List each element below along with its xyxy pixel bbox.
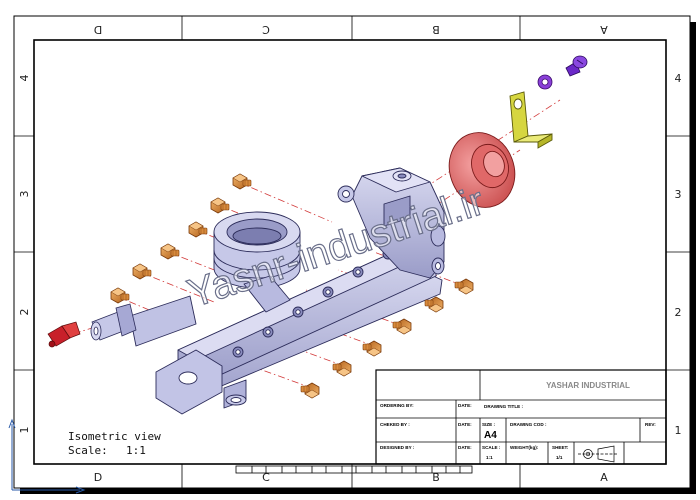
inlet-fitting-icon xyxy=(90,303,137,341)
view-title: Isometric view xyxy=(68,430,161,443)
projection-symbol-icon xyxy=(578,445,618,463)
axis-triad xyxy=(8,418,86,494)
weight-label: WEIGHT(kg): xyxy=(510,445,539,450)
zone-bottom-a: A xyxy=(600,471,608,484)
rev-label: REV: xyxy=(645,422,656,427)
zone-left-4: 4 xyxy=(18,75,31,82)
sheet-label: SHEET: xyxy=(552,445,569,450)
zone-right-1: 1 xyxy=(675,424,682,437)
zone-right-4: 4 xyxy=(675,72,682,85)
view-scale-value: 1:1 xyxy=(126,444,146,457)
red-fitting-icon xyxy=(47,321,81,348)
checked-by-label: CHEKED BY : xyxy=(380,422,410,427)
zone-left-2: 2 xyxy=(18,309,31,316)
zone-top-a: A xyxy=(600,23,608,36)
sheet-value: 1/1 xyxy=(556,455,563,460)
zone-bottom-b: B xyxy=(432,471,440,484)
zone-left-1: 1 xyxy=(18,427,31,434)
company-name: YASHAR INDUSTRIAL xyxy=(546,381,630,390)
zone-top-d: D xyxy=(94,23,102,36)
scale-label: SCALE : xyxy=(482,445,501,450)
date-label-3: DATE: xyxy=(458,445,472,450)
drawing-title-label: DRAWING TITLE : xyxy=(484,404,524,409)
drawing-code-label: DRAWING COD : xyxy=(510,422,547,427)
zone-top-b: B xyxy=(432,23,440,36)
flange-icon xyxy=(448,132,516,208)
size-value: A4 xyxy=(484,430,497,441)
washer-icon xyxy=(537,74,553,90)
bracket-icon xyxy=(509,91,553,149)
manifold-body xyxy=(129,167,446,415)
inner-border xyxy=(33,39,667,465)
zone-top-c: C xyxy=(262,23,270,36)
ordering-by-label: ORDERING BY: xyxy=(380,403,414,408)
zone-left-3: 3 xyxy=(18,191,31,198)
title-block xyxy=(375,369,667,465)
scale-ruler xyxy=(235,465,473,474)
zone-right-2: 2 xyxy=(675,306,682,319)
designed-by-label: DESIGNED BY : xyxy=(380,445,415,450)
scale-value: 1:1 xyxy=(486,455,493,460)
date-label-1: DATE: xyxy=(458,403,472,408)
zone-bottom-c: C xyxy=(262,471,270,484)
date-label-2: DATE: xyxy=(458,422,472,427)
zone-bottom-d: D xyxy=(94,471,102,484)
view-scale-label: Scale: xyxy=(68,444,108,457)
size-label: SIZE : xyxy=(482,422,495,427)
zone-dividers xyxy=(14,16,690,488)
zone-right-3: 3 xyxy=(675,188,682,201)
screw-icon xyxy=(565,55,588,77)
